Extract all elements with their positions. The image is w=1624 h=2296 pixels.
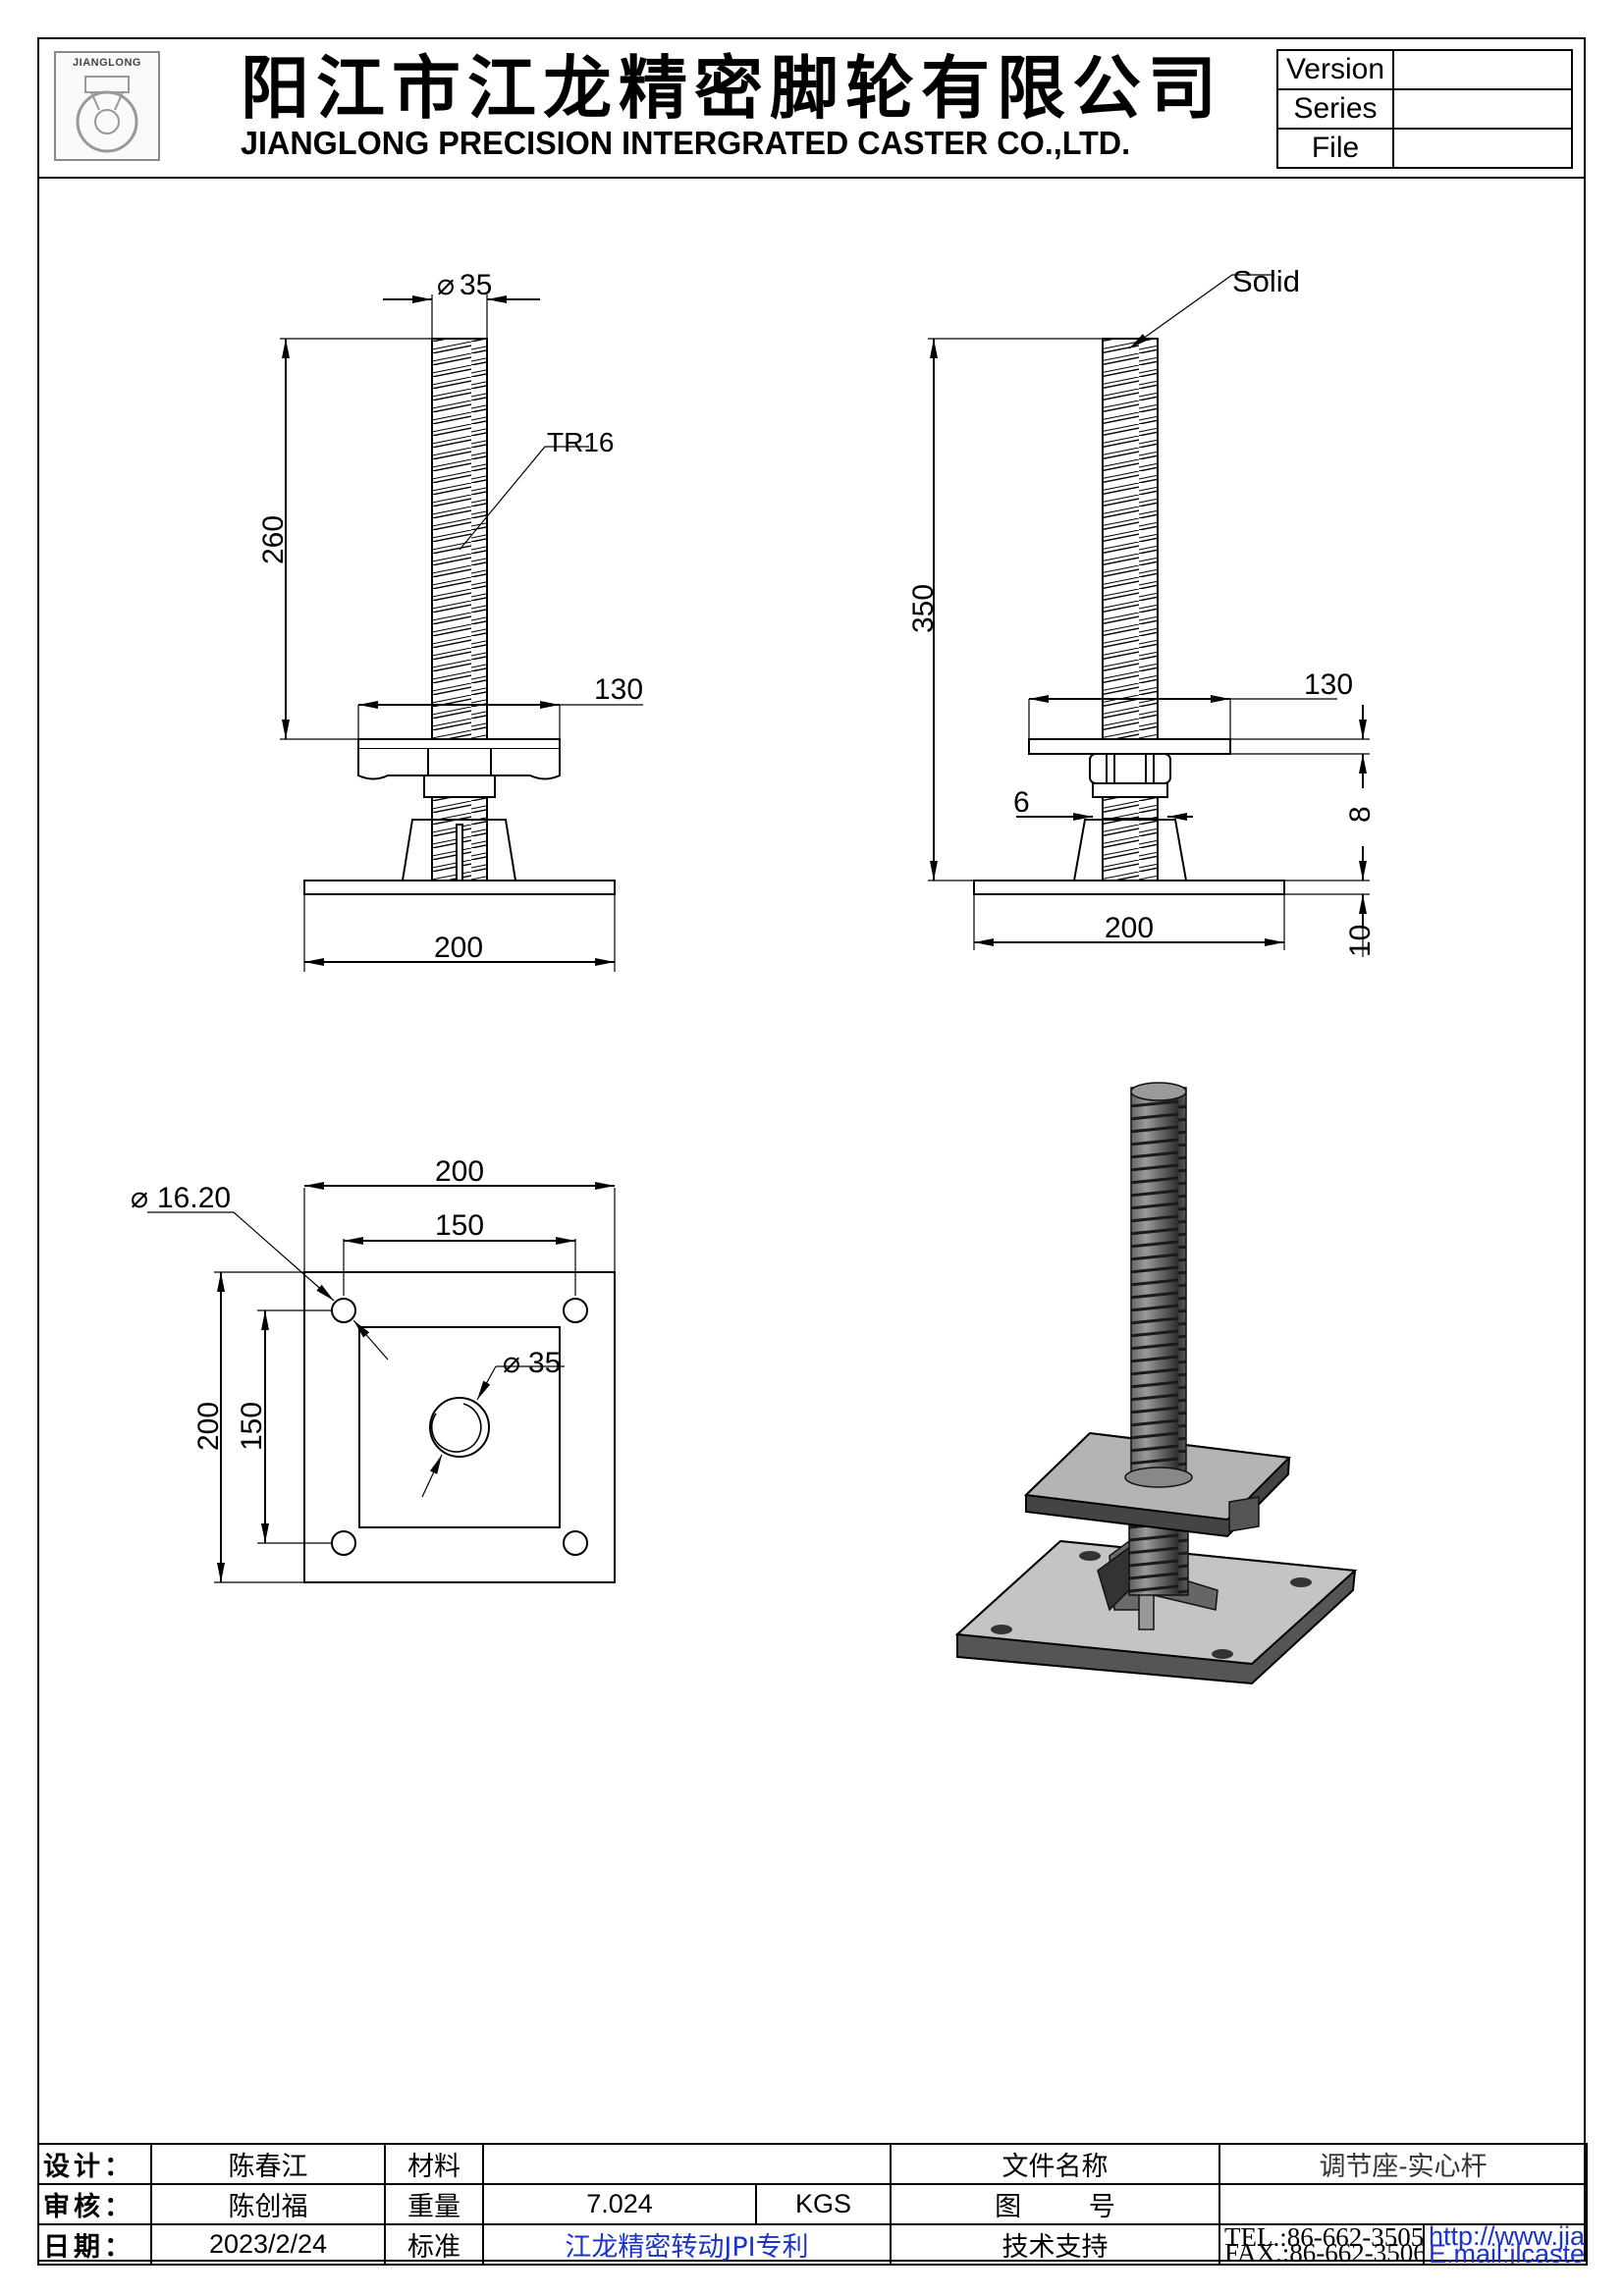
contact-web[interactable]: http://www.jianglongcaster.com E.mail:jl… <box>1423 2223 1588 2266</box>
top-upper-plate <box>358 1326 561 1528</box>
side-gap-label: 6 <box>1013 786 1030 819</box>
front-plate-label: 130 <box>594 673 643 706</box>
front-base-label: 200 <box>434 932 483 964</box>
date-label: 日期： <box>37 2223 152 2266</box>
designer-name: 陈春江 <box>150 2143 386 2185</box>
side-base-thickness-label: 10 <box>1344 925 1377 957</box>
top-inner-v-label: 150 <box>236 1402 268 1451</box>
top-outer-v-label: 200 <box>192 1402 225 1451</box>
iso-threaded-rod <box>1130 1087 1187 1481</box>
file-label: File <box>1276 128 1394 169</box>
weight-unit: KGS <box>755 2183 892 2225</box>
drawing-no-label: 图 号 <box>890 2183 1220 2225</box>
support-label: 技术支持 <box>890 2223 1220 2266</box>
front-threaded-rod <box>431 338 488 740</box>
front-view-labels: ⌀ 35 TR16 260 130 200 <box>257 269 643 964</box>
side-view-labels: Solid 350 130 6 8 10 200 <box>907 264 1377 957</box>
fax-number: FAX.:86-662-3506528 <box>1224 2237 1422 2265</box>
series-label: Series <box>1276 88 1394 130</box>
top-view <box>147 1182 616 1583</box>
front-height-label: 260 <box>257 515 290 564</box>
header <box>37 37 1586 179</box>
side-height-label: 350 <box>907 584 940 633</box>
front-diameter-label: 35 <box>460 269 492 301</box>
file-name-label: 文件名称 <box>890 2143 1220 2185</box>
mount-hole <box>331 1530 356 1556</box>
weight-value: 7.024 <box>482 2183 757 2225</box>
mount-hole <box>563 1530 588 1556</box>
weight-label: 重量 <box>384 2183 484 2225</box>
side-view <box>928 274 1370 957</box>
side-base-label: 200 <box>1105 912 1154 944</box>
logo-text: JIANGLONG <box>73 57 141 69</box>
material-label: 材料 <box>384 2143 484 2185</box>
date-value: 2023/2/24 <box>150 2223 386 2266</box>
side-thickness-label: 8 <box>1344 806 1377 823</box>
version-label: Version <box>1276 49 1394 90</box>
review-label: 审核： <box>37 2183 152 2225</box>
version-table: Version Series File <box>1276 49 1573 169</box>
website-link[interactable]: http://www.jianglongcaster.com <box>1429 2224 1587 2251</box>
center-diameter-symbol: ⌀ <box>503 1347 520 1379</box>
center-diameter-label: 35 <box>528 1347 561 1379</box>
file-value <box>1392 128 1573 169</box>
standard-label: 标准 <box>384 2223 484 2266</box>
mount-hole <box>331 1298 356 1323</box>
top-base-plate <box>303 1271 616 1583</box>
caster-logo-icon <box>76 76 138 153</box>
reviewer-name: 陈创福 <box>150 2183 386 2225</box>
front-diameter-symbol: ⌀ <box>437 269 455 301</box>
center-rod-circle <box>429 1397 490 1458</box>
contact-phones: TEL.:86-662-3505491 3510011 FAX.:86-662-… <box>1218 2223 1425 2266</box>
company-name-en: JIANGLONG PRECISION INTERGRATED CASTER C… <box>241 125 1131 161</box>
version-value <box>1392 49 1573 90</box>
standard-value: 江龙精密转动JPI专利 <box>482 2223 892 2266</box>
company-name-cn: 阳江市江龙精密脚轮有限公司 <box>241 48 1223 129</box>
series-value <box>1392 88 1573 130</box>
side-plate-label: 130 <box>1304 668 1353 701</box>
technical-drawing: ⌀ 35 TR16 260 130 200 <box>131 264 1377 1685</box>
top-inner-label: 150 <box>435 1209 484 1242</box>
drawing-no-value <box>1218 2183 1588 2225</box>
company-logo: JIANGLONG <box>54 51 160 161</box>
email-link[interactable]: E.mail:jlcaster@vip.126.com <box>1429 2238 1586 2265</box>
top-view-labels: ⌀ 16.20 200 150 200 150 ⌀ 35 <box>131 1155 561 1451</box>
title-block: 设计： 陈春江 材料 文件名称 调节座-实心杆 审核： 陈创福 重量 7.024… <box>37 2143 1588 2266</box>
side-solid-label: Solid <box>1232 264 1300 298</box>
design-label: 设计： <box>37 2143 152 2185</box>
hole-diameter-symbol: ⌀ <box>131 1182 148 1214</box>
hole-diameter-label: 16.20 <box>157 1182 231 1214</box>
side-threaded-rod <box>1102 338 1159 740</box>
top-outer-label: 200 <box>435 1155 484 1188</box>
front-view <box>280 294 643 972</box>
file-name-value: 调节座-实心杆 <box>1218 2143 1588 2185</box>
front-thread-label: TR16 <box>547 427 614 457</box>
material-value <box>482 2143 892 2185</box>
mount-hole <box>563 1298 588 1323</box>
isometric-view <box>954 1082 1358 1685</box>
